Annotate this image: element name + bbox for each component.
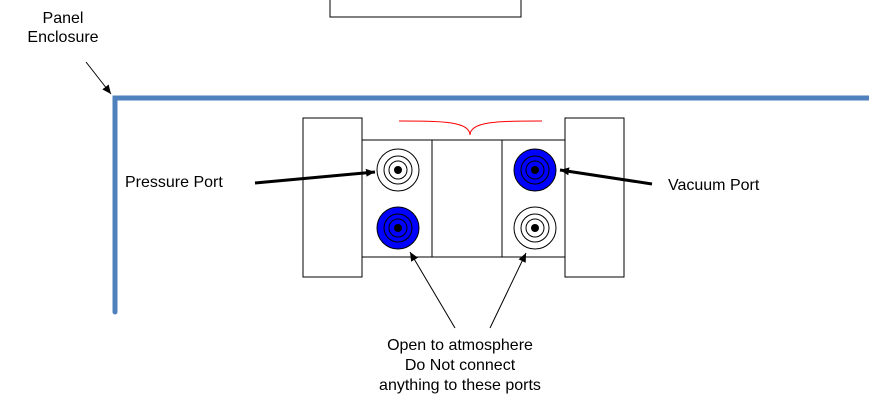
atmosphere-arrow-right: [489, 252, 527, 329]
top-box: [329, 0, 522, 18]
right-mounting-block: [564, 117, 625, 278]
atmosphere-note: Open to atmosphere Do Not connect anythi…: [360, 336, 560, 396]
pressure-port-arrow: [254, 168, 376, 185]
vacuum-port-arrow: [559, 167, 653, 186]
panel-enclosure-wall: [112, 95, 869, 315]
atmosphere-note-line1: Open to atmosphere: [387, 337, 533, 354]
panel-enclosure-leader: [85, 61, 112, 95]
atmosphere-arrow-left: [409, 251, 456, 329]
manifold-center-block: [431, 139, 503, 258]
panel-enclosure-label-line2: Enclosure: [27, 29, 99, 46]
panel-enclosure-label-line1: Panel: [42, 10, 84, 27]
left-mounting-block: [302, 117, 363, 278]
vacuum-port-fitting: [513, 148, 557, 192]
atmosphere-port-right: [513, 206, 557, 250]
pressure-port-fitting: [376, 148, 420, 192]
atmosphere-note-line3: anything to these ports: [379, 377, 541, 394]
atmosphere-port-left: [376, 206, 420, 250]
panel-enclosure-label: Panel Enclosure: [23, 9, 103, 47]
wire-red: [398, 120, 543, 136]
pressure-port-label: Pressure Port: [125, 174, 223, 191]
vacuum-port-label: Vacuum Port: [668, 177, 760, 194]
atmosphere-note-line2: Do Not connect: [404, 357, 516, 374]
